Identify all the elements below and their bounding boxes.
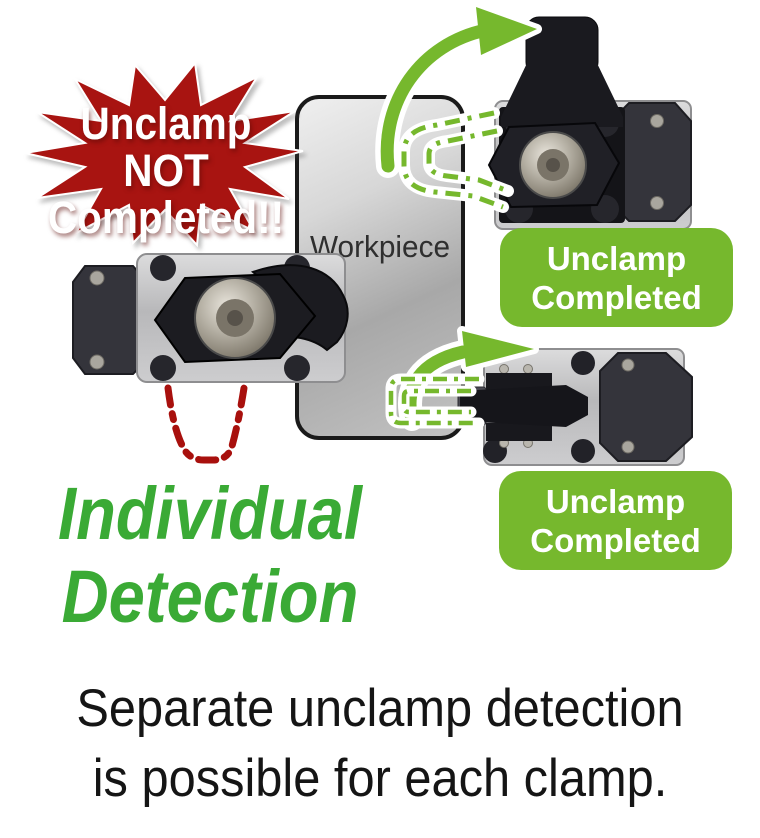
bottom-right-clamp-photo xyxy=(457,348,693,466)
left-clamp-side-plate xyxy=(72,265,148,375)
badge-bottom-line1: Unclamp xyxy=(545,482,686,520)
alert-burst-text: Unclamp NOT Completed!! xyxy=(40,100,292,241)
bottom-clamp-block-top xyxy=(486,373,552,391)
badge-bottom-line2: Completed xyxy=(530,521,701,559)
unclamp-completed-badge-top: Unclamp Completed xyxy=(500,228,733,327)
individual-detection-heading: Individual Detection xyxy=(0,472,420,638)
alert-line1: Unclamp NOT xyxy=(80,98,252,196)
caption-text: Separate unclamp detection is possible f… xyxy=(0,674,760,814)
bolt-icon xyxy=(505,109,533,137)
top-clamp-piston-center xyxy=(546,158,560,172)
workpiece-label: Workpiece xyxy=(309,229,451,264)
clamp-detection-outline-failed xyxy=(164,384,248,464)
left-clamp-hex-nut xyxy=(153,272,317,364)
screw-icon xyxy=(621,358,635,372)
bottom-clamp-block-bottom xyxy=(486,423,552,441)
left-clamp-piston xyxy=(194,277,276,359)
badge-top-line1: Unclamp xyxy=(546,239,687,277)
bottom-clamp-base xyxy=(483,348,685,466)
top-clamp-side-plate xyxy=(614,102,692,222)
unclamp-completed-badge-bottom: Unclamp Completed xyxy=(499,471,732,570)
bolt-icon xyxy=(150,355,176,381)
heading-line2: Detection xyxy=(61,555,359,638)
left-clamp-piston-core xyxy=(216,299,254,337)
bolt-icon xyxy=(591,109,619,137)
bolt-icon xyxy=(591,195,619,223)
screw-icon xyxy=(89,270,105,286)
bottom-clamp-side-plate xyxy=(599,352,693,462)
badge-top-line2: Completed xyxy=(531,278,702,316)
screw-icon xyxy=(523,364,533,374)
top-clamp-hex-nut xyxy=(487,121,621,209)
heading-line1: Individual xyxy=(58,472,362,555)
left-clamp-piston-center xyxy=(227,310,243,326)
alert-line2: Completed!! xyxy=(47,192,285,243)
top-clamp-housing xyxy=(499,107,625,223)
bolt-icon xyxy=(483,439,507,463)
workpiece-block: Workpiece xyxy=(295,95,465,440)
caption-line1: Separate unclamp detection xyxy=(76,679,684,738)
top-clamp-lever-head xyxy=(525,16,599,76)
screw-icon xyxy=(499,364,509,374)
caption-line2: is possible for each clamp. xyxy=(92,749,668,808)
top-clamp-piston xyxy=(519,131,587,199)
top-clamp-piston-core xyxy=(537,149,569,181)
screw-icon xyxy=(650,114,664,128)
bolt-icon xyxy=(150,255,176,281)
bolt-icon xyxy=(571,351,595,375)
screw-icon xyxy=(523,438,533,448)
screw-icon xyxy=(621,440,635,454)
bolt-icon xyxy=(571,439,595,463)
screw-icon xyxy=(499,438,509,448)
screw-icon xyxy=(650,196,664,210)
top-right-clamp-photo xyxy=(487,16,692,230)
top-clamp-base xyxy=(494,100,692,230)
bolt-icon xyxy=(505,195,533,223)
top-clamp-lever-skirt xyxy=(501,57,623,127)
screw-icon xyxy=(89,354,105,370)
bottom-clamp-lever-arm xyxy=(460,385,588,427)
